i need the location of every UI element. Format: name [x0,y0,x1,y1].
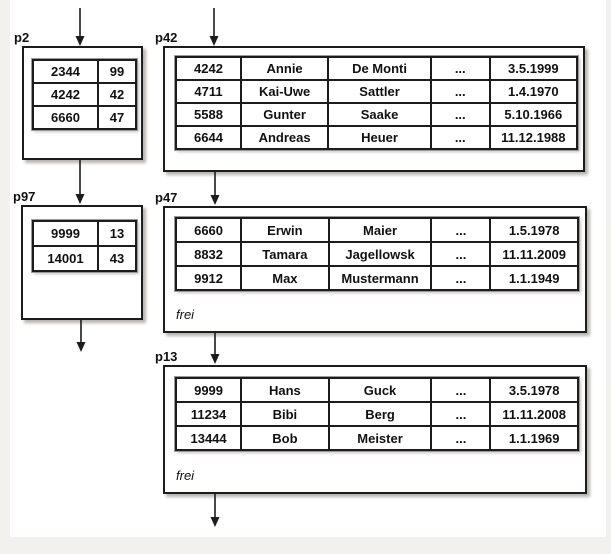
table-cell: 4711 [175,79,242,104]
page-label-p13: p13 [155,349,178,364]
table-cell: 1.1.1969 [489,425,579,451]
table-cell: ... [430,401,492,427]
table-cell: 13444 [174,425,243,451]
table-cell: 3.5.1999 [488,56,579,81]
table-cell: 9912 [174,265,243,291]
table-cell: 47 [97,105,137,130]
table-cell: 1.1.1949 [489,265,579,291]
table-cell: Berg [327,401,433,427]
table-cell: Heuer [327,125,432,150]
table-cell: Bibi [240,401,330,427]
table-cell: Annie [239,56,330,81]
table-cell: 5.10.1966 [488,102,579,127]
free-space-label-p13: frei [176,468,195,483]
free-space-label-p47: frei [176,307,195,322]
table-cell: ... [429,102,491,127]
table-cell: ... [430,217,492,243]
table-cell: Gunter [239,102,330,127]
table-cell: 11.12.1988 [488,125,579,150]
table-cell: 99 [97,59,137,84]
table-cell: Hans [240,377,330,403]
table-cell: Saake [327,102,432,127]
table-cell: Sattler [327,79,432,104]
table-cell: 11234 [174,401,243,427]
table-cell: 6644 [175,125,242,150]
table-cell: 14001 [32,245,99,272]
table-cell: 11.11.2009 [489,241,579,267]
table-cell: 6660 [32,105,99,130]
table-cell: 4242 [32,82,99,107]
table-cell: ... [429,125,491,150]
table-cell: 5588 [175,102,242,127]
table-cell: 42 [97,82,137,107]
table-cell: 8832 [174,241,243,267]
table-cell: Mustermann [327,265,433,291]
table-cell: Erwin [240,217,330,243]
table-cell: Guck [327,377,433,403]
table-cell: 2344 [32,59,99,84]
table-cell: 1.5.1978 [489,217,579,243]
table-cell: ... [430,241,492,267]
table-cell: ... [429,56,491,81]
table-cell: 11.11.2008 [489,401,579,427]
table-cell: 9999 [174,377,243,403]
page-label-p42: p42 [155,30,178,45]
table-cell: 3.5.1978 [489,377,579,403]
table-cell: Jagellowsk [327,241,433,267]
table-cell: ... [429,79,491,104]
table-cell: Maier [327,217,433,243]
table-cell: 4242 [175,56,242,81]
page-label-p47: p47 [155,190,178,205]
table-cell: De Monti [327,56,432,81]
page-label-p2: p2 [14,30,30,45]
table-cell: 6660 [174,217,243,243]
table-cell: Bob [240,425,330,451]
table-cell: Kai-Uwe [239,79,330,104]
table-cell: Tamara [240,241,330,267]
table-cell: ... [430,377,492,403]
table-cell: 43 [97,245,137,272]
table-cell: ... [430,265,492,291]
table-cell: 13 [97,220,137,247]
table-cell: ... [430,425,492,451]
table-cell: Andreas [239,125,330,150]
page-label-p97: p97 [13,189,36,204]
table-cell: 1.4.1970 [488,79,579,104]
table-cell: Meister [327,425,433,451]
table-cell: Max [240,265,330,291]
table-cell: 9999 [32,220,99,247]
